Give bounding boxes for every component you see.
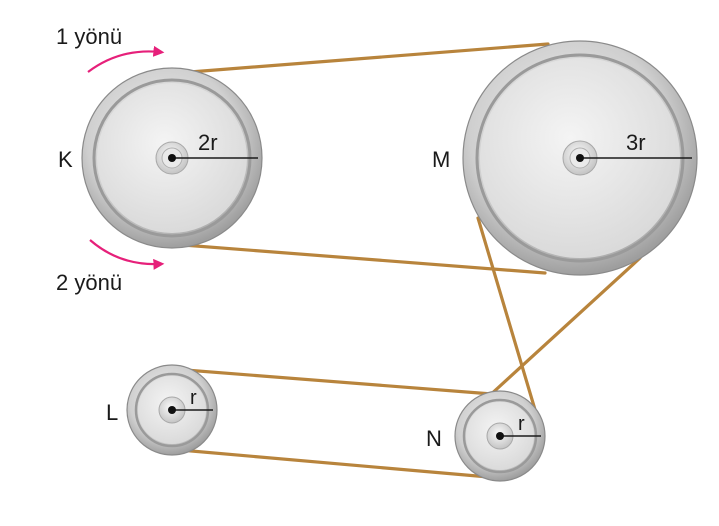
pulley-k (81, 67, 263, 249)
curved-arrow-right-icon (87, 45, 165, 73)
label-direction-1: 1 yönü (56, 24, 122, 49)
label-radius-m: 3r (626, 130, 646, 155)
belt-k-m-bottom (168, 242, 547, 275)
curved-arrow-right-icon (89, 239, 165, 270)
label-radius-l: r (190, 387, 197, 409)
label-direction-2: 2 yönü (56, 270, 122, 295)
belt-k-m-top (188, 42, 550, 74)
label-radius-k: 2r (198, 130, 218, 155)
label-radius-n: r (518, 413, 525, 435)
pulley-m (462, 40, 698, 276)
belts (158, 42, 642, 480)
belt-l-n-top (158, 366, 494, 396)
pulley-l (126, 364, 218, 456)
label-pulley-k: K (58, 147, 73, 172)
belt-m-n-cross-b (476, 216, 538, 415)
belt-m-n-cross-a (486, 256, 642, 399)
pulley-n (454, 390, 546, 482)
label-pulley-m: M (432, 147, 450, 172)
label-pulley-n: N (426, 426, 442, 451)
label-pulley-l: L (106, 400, 118, 425)
belt-l-n-bottom (178, 448, 502, 480)
